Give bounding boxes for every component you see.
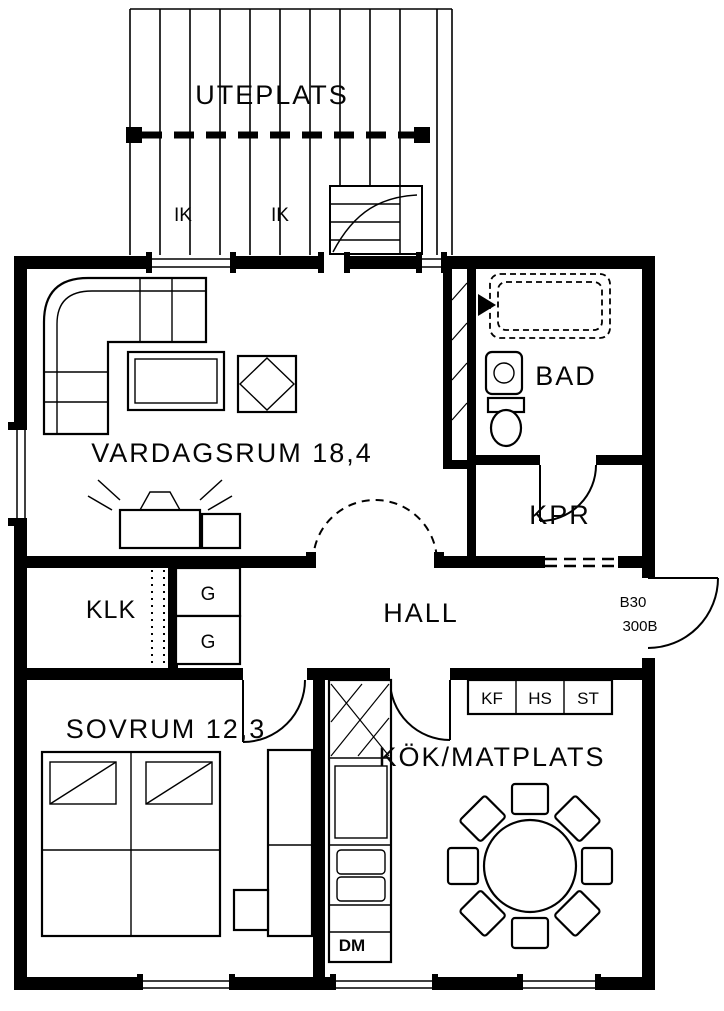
pillow-left: [49, 761, 117, 805]
bathtub: [489, 273, 611, 339]
dining-chair: [554, 890, 601, 937]
mixer-valve: [478, 294, 496, 316]
label-hs: HS: [528, 689, 552, 708]
hall-room: HALL B30 300B: [383, 594, 657, 635]
pillow-right: [145, 761, 213, 805]
stairs: [329, 185, 423, 255]
exterior-walls: [8, 252, 655, 990]
dining-chair: [446, 846, 480, 886]
kitchen-door-swing: [389, 679, 451, 741]
vardagsrum-room: VARDAGSRUM 18,4: [42, 276, 373, 550]
label-kpr: KPR: [529, 500, 591, 530]
appliance-row: KF HS ST: [466, 678, 614, 716]
label-g-upper: G: [201, 584, 216, 605]
media-cabinet: [200, 512, 242, 550]
pergola-beam: [126, 127, 430, 143]
dining-chair: [510, 916, 550, 950]
arched-opening-hall: [306, 499, 444, 568]
window-kitchen-bottom: [332, 980, 435, 989]
dining-chair: [510, 782, 550, 816]
kpr-cased-opening: [545, 557, 618, 568]
corner-sofa: [42, 276, 208, 436]
kitchen-counter: DM: [327, 678, 393, 964]
dining-chair: [459, 890, 506, 937]
label-bad: BAD: [535, 361, 597, 391]
window-top-small: [420, 258, 443, 268]
wardrobe-lower: G: [174, 614, 242, 666]
label-vardagsrum: VARDAGSRUM 18,4: [91, 438, 373, 468]
armchair: [236, 354, 298, 414]
stove: [334, 765, 388, 839]
toilet: [486, 396, 526, 448]
washbasin: [484, 350, 524, 396]
dining-chair: [580, 846, 614, 886]
bedroom-door-swing: [242, 679, 306, 743]
walk-line: [332, 194, 418, 253]
bad-room: BAD: [478, 273, 611, 448]
label-kok: KÖK/MATPLATS: [378, 742, 605, 772]
window-living-top: [148, 258, 232, 268]
label-kf: KF: [481, 689, 503, 708]
tv-unit: [87, 479, 233, 550]
label-door-code-top: B30: [620, 594, 647, 611]
dresser: [266, 748, 314, 938]
label-g-lower: G: [201, 632, 216, 653]
kpr-room: KPR: [529, 500, 591, 530]
dining-table: [482, 818, 578, 914]
kitchen-sink: [336, 849, 386, 902]
double-bed: [40, 750, 222, 938]
dining-chair: [459, 795, 506, 842]
interior-walls: [27, 269, 648, 977]
label-klk: KLK: [86, 596, 136, 624]
window-dining-bottom: [520, 980, 598, 989]
window-living-left: [16, 428, 26, 520]
label-sovrum: SOVRUM 12,3: [66, 714, 267, 744]
label-dm: DM: [339, 936, 365, 955]
window-bedroom-bottom: [140, 980, 232, 989]
label-hall: HALL: [383, 598, 459, 628]
sovrum-room: SOVRUM 12,3: [40, 714, 314, 938]
label-uteplats: UTEPLATS: [195, 80, 349, 110]
label-st: ST: [577, 689, 599, 708]
dining-chair: [554, 795, 601, 842]
label-ik-left: IK: [174, 205, 192, 226]
duct-shaft: [443, 269, 476, 469]
label-door-code-bottom: 300B: [622, 618, 657, 635]
entry-door-swing: [647, 577, 719, 649]
dining-set: [446, 782, 614, 950]
coffee-table: [126, 350, 226, 412]
kok-room: DM KF HS ST KÖK/MATPLATS: [327, 678, 614, 964]
kpr-door-swing: [539, 464, 597, 522]
uteplats-terrace: UTEPLATS IK IK: [126, 8, 453, 255]
bedside-table: [232, 888, 270, 932]
label-ik-right: IK: [271, 205, 289, 226]
klk-room: G G KLK: [86, 566, 242, 666]
wardrobe-upper: G: [174, 566, 242, 618]
